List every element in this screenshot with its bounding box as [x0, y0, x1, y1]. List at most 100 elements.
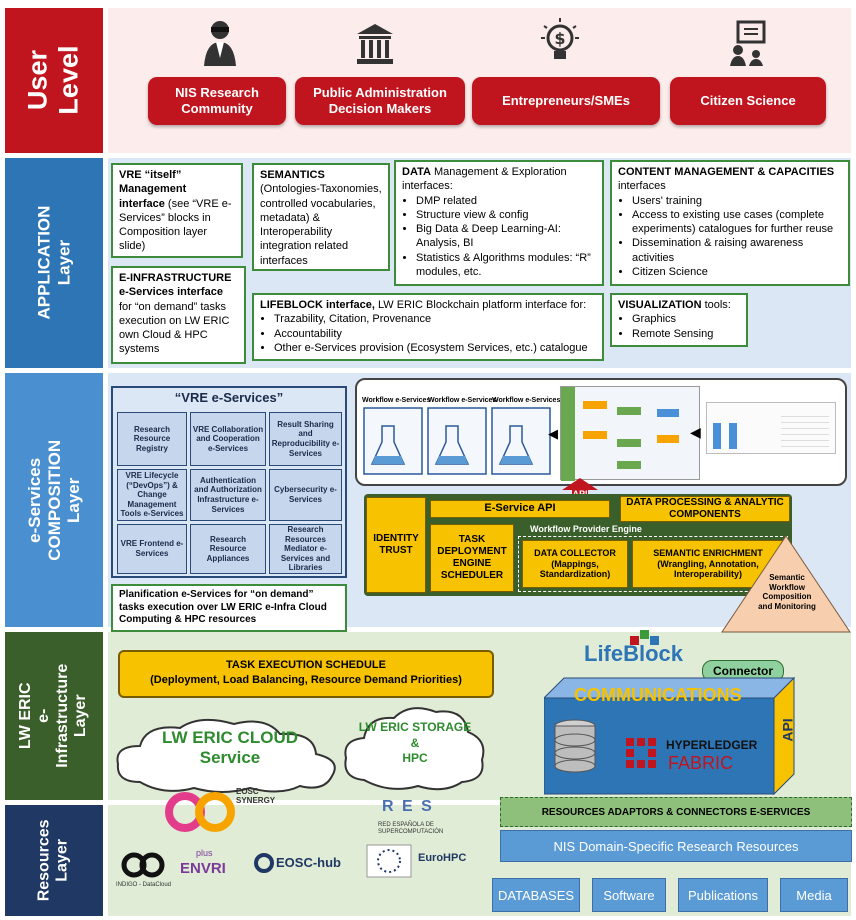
lifeblock-cubes-icon	[630, 630, 659, 645]
workflow-node	[657, 435, 679, 443]
storage-label: LW ERIC STORAGE & HPC	[358, 720, 472, 766]
data-processing-components[interactable]: DATA PROCESSING & ANALYTIC COMPONENTS	[620, 496, 790, 522]
composition-layer-label: e-Services COMPOSITION Layer	[5, 373, 103, 627]
vre-cell-authentication[interactable]: Authentication and Authorization Infrast…	[190, 469, 266, 521]
eurohpc-logo: EuroHPC	[418, 852, 467, 864]
nis-domain-resources[interactable]: NIS Domain-Specific Research Resources	[500, 830, 852, 862]
eu-stars-icon	[366, 844, 412, 878]
vre-cell-collaboration[interactable]: VRE Collaboration and Cooperation e-Serv…	[190, 412, 266, 466]
storage-cloud-shape	[344, 707, 485, 791]
lifeblock-logo: LifeBlock	[584, 641, 684, 666]
workflow-node	[657, 409, 679, 417]
data-collector[interactable]: DATA COLLECTOR (Mappings, Standardizatio…	[522, 540, 628, 588]
workflow-sidebar	[561, 387, 575, 481]
eosc-hub-icon	[254, 853, 274, 873]
semantics-interface[interactable]: SEMANTICS(Ontologies-Taxonomies, control…	[252, 163, 390, 271]
indigo-logo	[121, 852, 165, 878]
workflow-label-2: Workflow e-Services	[428, 397, 497, 404]
svg-text:$: $	[554, 29, 565, 48]
eservice-api[interactable]: E-Service API	[430, 500, 610, 518]
resources-adaptors[interactable]: RESOURCES ADAPTORS & CONNECTORS E-SERVIC…	[500, 797, 852, 827]
dashboard-calendar	[781, 411, 829, 447]
resource-databases[interactable]: DATABASES	[492, 878, 580, 912]
data-item: Big Data & Deep Learning-AI: Analysis, B…	[416, 222, 596, 251]
data-item: Structure view & config	[416, 208, 596, 222]
eosc-hub-logo: EOSC-hub	[276, 855, 341, 870]
researcher-icon	[204, 21, 236, 66]
hyperledger-icon	[626, 738, 656, 768]
resource-media[interactable]: Media	[780, 878, 848, 912]
workflow-screenshot	[560, 386, 700, 481]
vre-cell-mediator[interactable]: Research Resources Mediator e-Services a…	[269, 524, 342, 574]
workflow-node	[583, 401, 607, 409]
government-building-icon	[357, 24, 393, 64]
semantic-workflow-label: Semantic Workflow Composition and Monito…	[758, 573, 816, 611]
arrow-left-icon: ◀	[548, 426, 558, 441]
api-arrow	[562, 478, 598, 506]
connector-box[interactable]: Connector	[702, 660, 784, 682]
vre-cell-frontend[interactable]: VRE Frontend e-Services	[117, 524, 187, 574]
database-icon	[554, 719, 596, 773]
api-side-label: API	[779, 718, 796, 742]
arrow-right-icon: ◀	[690, 424, 701, 440]
workflow-label-3: Workflow e-Services	[492, 397, 561, 404]
e-infrastructure-interface[interactable]: E-INFRASTRUCTURE e-Services interface fo…	[111, 266, 246, 364]
resource-publications[interactable]: Publications	[678, 878, 768, 912]
lightbulb-dollar-icon: $	[541, 18, 579, 59]
semantic-workflow-triangle	[721, 535, 851, 633]
viz-item: Remote Sensing	[632, 327, 740, 341]
task-schedule-box[interactable]: TASK EXECUTION SCHEDULE (Deployment, Loa…	[118, 650, 494, 698]
data-management-interface[interactable]: DATA Management & Exploration interfaces…	[394, 160, 604, 286]
task-schedule-sub: (Deployment, Load Balancing, Resource De…	[150, 674, 462, 687]
task-deployment-scheduler[interactable]: TASK DEPLOYMENT ENGINE SCHEDULER	[430, 524, 514, 592]
identity-trust[interactable]: IDENTITY TRUST	[366, 497, 426, 593]
lifeblock-interface[interactable]: LIFEBLOCK interface, LW ERIC Blockchain …	[252, 293, 604, 361]
dashboard-bars	[713, 423, 753, 449]
vre-management-interface[interactable]: VRE “itself” Management interface (see “…	[111, 163, 243, 258]
cloud-service-label: LW ERIC CLOUD Service	[162, 728, 298, 768]
cloud-service-shape	[116, 718, 336, 793]
vre-cell-registry[interactable]: Research Resource Registry	[117, 412, 187, 466]
data-item: Statistics & Algorithms modules: “R” mod…	[416, 251, 596, 280]
res-logo: R E S	[382, 798, 434, 815]
workflow-engine-label: Workflow Provider Engine	[530, 524, 642, 534]
user-group-citizen-science[interactable]: Citizen Science	[670, 77, 826, 125]
user-group-entrepreneurs[interactable]: Entrepreneurs/SMEs	[472, 77, 660, 125]
presentation-icon	[730, 20, 766, 66]
resource-software[interactable]: Software	[592, 878, 666, 912]
envri-logo: ENVRI	[180, 860, 226, 877]
application-layer-label: APPLICATION Layer	[5, 158, 103, 368]
vre-cell-lifecycle[interactable]: VRE Lifecycle (“DevOps”) & Change Manage…	[117, 469, 187, 521]
semantic-enrichment[interactable]: SEMANTIC ENRICHMENT (Wrangling, Annotati…	[632, 540, 784, 588]
user-group-nis-research[interactable]: NIS Research Community	[148, 77, 286, 125]
eosc-synergy-logo	[165, 792, 235, 832]
data-item: DMP related	[416, 194, 596, 208]
lifeblock-item: Other e-Services provision (Ecosystem Se…	[274, 341, 596, 355]
content-item: Users' training	[632, 194, 842, 208]
envri-plus-text: plus	[196, 848, 213, 858]
dashboard-screenshot	[706, 402, 836, 454]
infrastructure-layer-label: LW ERIC e-Infrastructure Layer	[5, 632, 103, 800]
content-item: Citizen Science	[632, 265, 842, 279]
resources-layer-label: Resources Layer	[5, 805, 103, 916]
workflow-flask-icons	[363, 407, 551, 475]
res-logo-sub: RED ESPAÑOLA DE SUPERCOMPUTACIÓN	[378, 822, 444, 836]
communications-label: COMMUNICATIONS	[574, 685, 742, 705]
workflow-node	[583, 431, 607, 439]
vre-cell-appliances[interactable]: Research Resource Appliances	[190, 524, 266, 574]
indigo-text: INDIGO - DataCloud	[116, 882, 172, 888]
vre-cell-result-sharing[interactable]: Result Sharing and Reproducibility e-Ser…	[269, 412, 342, 466]
workflow-node	[617, 407, 641, 415]
hyperledger-label: HYPERLEDGER	[666, 738, 758, 752]
lifeblock-item: Accountability	[274, 327, 596, 341]
vre-cell-cybersecurity[interactable]: Cybersecurity e-Services	[269, 469, 342, 521]
workflow-label-1: Workflow e-Services	[362, 397, 431, 404]
visualization-interface[interactable]: VISUALIZATION tools: Graphics Remote Sen…	[610, 293, 748, 347]
eosc-synergy-text: EOSC SYNERGY	[236, 787, 276, 805]
task-schedule-title: TASK EXECUTION SCHEDULE	[226, 659, 386, 671]
planification-services[interactable]: Planification e-Services for “on demand”…	[111, 584, 347, 632]
workflow-node	[617, 461, 641, 469]
user-group-public-administration[interactable]: Public Administration Decision Makers	[295, 77, 465, 125]
viz-item: Graphics	[632, 312, 740, 326]
